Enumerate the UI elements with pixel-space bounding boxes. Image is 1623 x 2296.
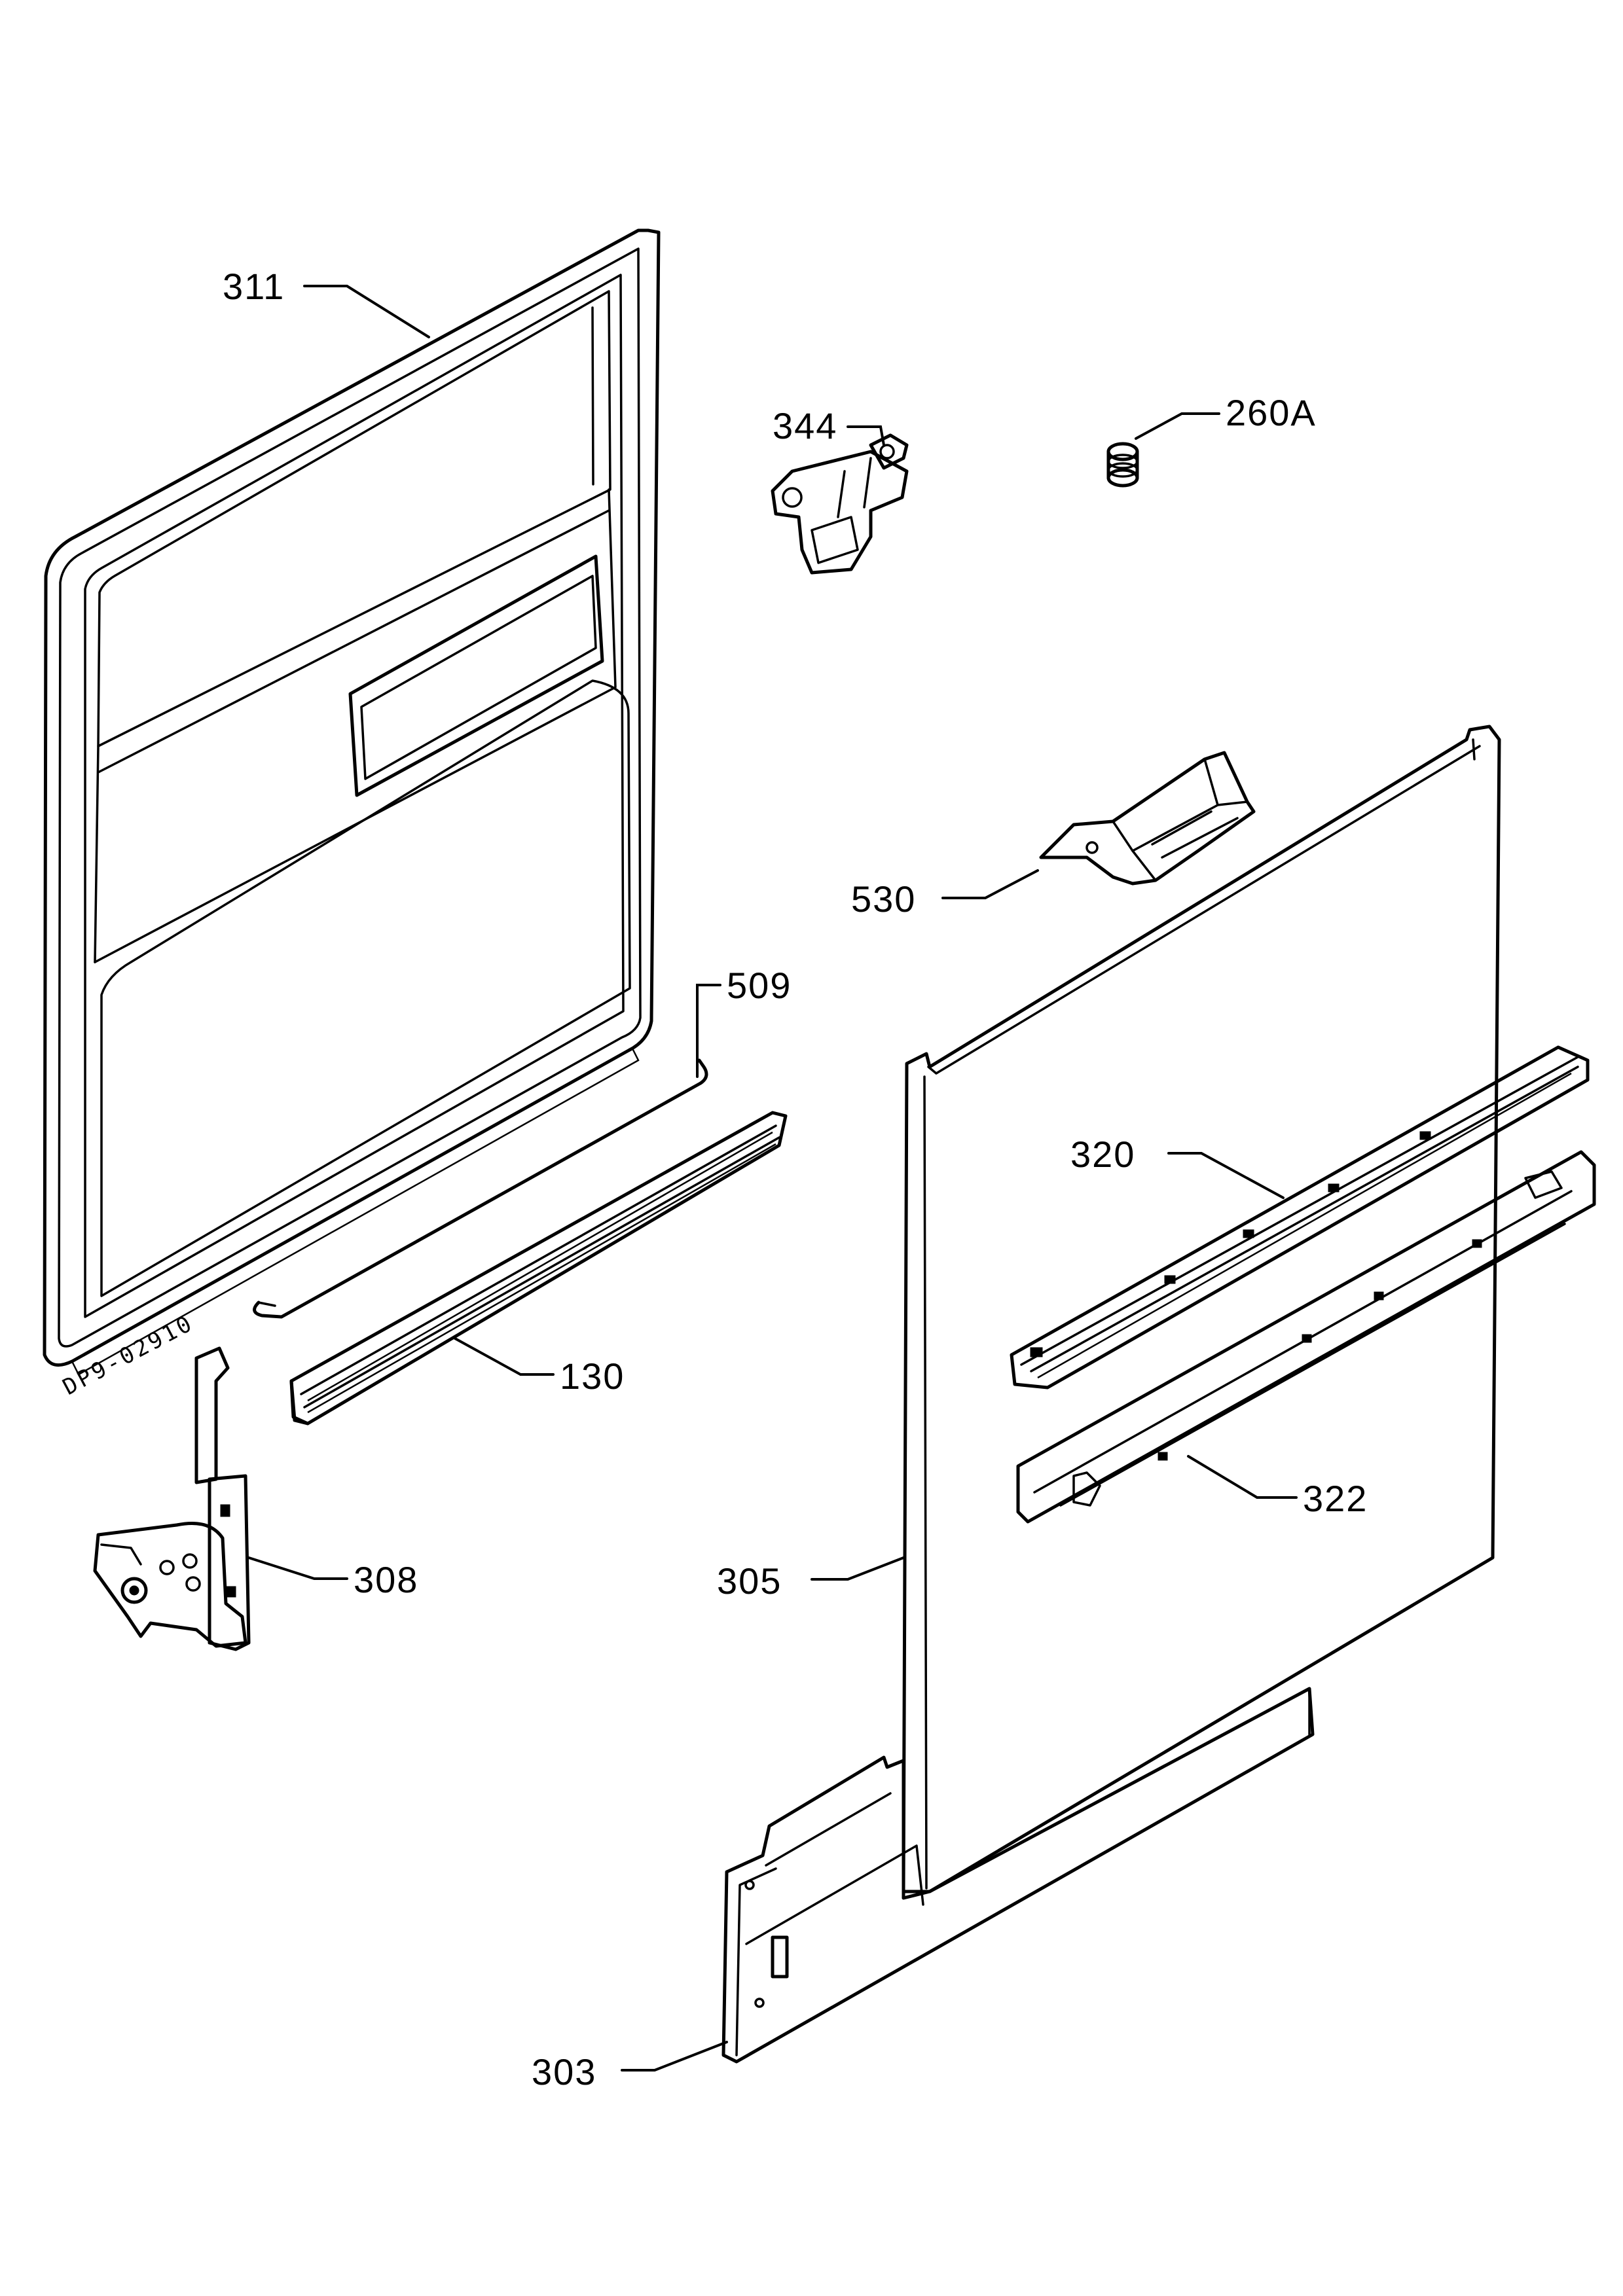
part-320-upper-rail xyxy=(1010,1045,1590,1390)
part-130-seal-strip xyxy=(289,1111,788,1426)
part-260A-spring xyxy=(1106,442,1139,488)
callout-320: 320 xyxy=(1070,1134,1135,1175)
callout-530: 530 xyxy=(851,878,916,920)
part-509-wire-rod xyxy=(253,1058,708,1319)
callout-509: 509 xyxy=(727,965,792,1006)
callout-130: 130 xyxy=(560,1355,625,1397)
callout-311: 311 xyxy=(223,266,285,307)
part-311-inner-door xyxy=(43,228,661,1376)
callout-308: 308 xyxy=(354,1559,418,1600)
part-303-plinth xyxy=(721,1687,1315,2064)
part-530-handle xyxy=(1039,751,1256,886)
callout-260A: 260A xyxy=(1226,392,1317,433)
callout-303: 303 xyxy=(532,2051,596,2092)
leader-lines xyxy=(247,285,1298,2072)
part-322-lower-rail xyxy=(1016,1150,1596,1524)
callout-322: 322 xyxy=(1303,1478,1368,1519)
part-308-hinge xyxy=(93,1346,251,1651)
callout-344: 344 xyxy=(773,405,837,446)
part-344-door-lock xyxy=(771,433,909,575)
callout-305: 305 xyxy=(717,1560,782,1602)
drawing-code: DP9-02910 xyxy=(58,1310,198,1401)
